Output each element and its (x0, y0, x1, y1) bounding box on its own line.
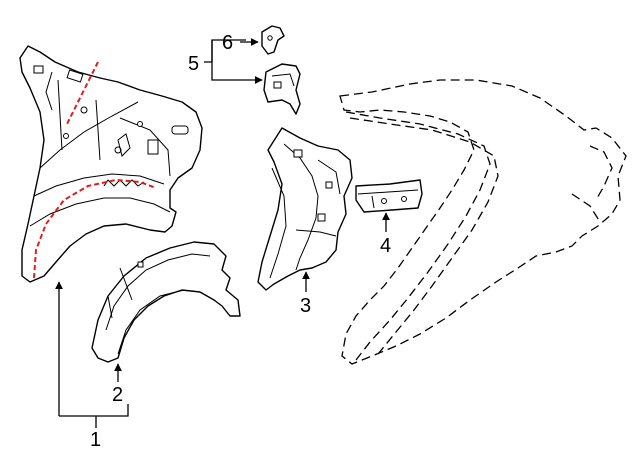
callout-6: 6 (222, 32, 233, 54)
part-4-bracket (355, 179, 423, 213)
part-1-quarter-inner-panel (19, 45, 203, 283)
callout-4: 4 (380, 235, 391, 257)
part-6-clip (261, 25, 285, 55)
callout-5: 5 (188, 53, 199, 75)
cut-line-arch (33, 178, 157, 279)
leader-5 (204, 40, 263, 84)
part-2-wheelhouse (91, 241, 241, 363)
callout-3: 3 (300, 295, 311, 317)
part-5-upper-bracket (263, 63, 301, 115)
callout-1: 1 (90, 429, 101, 451)
callout-2: 2 (112, 384, 123, 406)
part-3-inner-pillar (257, 127, 353, 291)
callout-leaders (55, 38, 390, 428)
cut-line-upper (65, 61, 99, 127)
quarter-panel-outline (339, 79, 627, 365)
